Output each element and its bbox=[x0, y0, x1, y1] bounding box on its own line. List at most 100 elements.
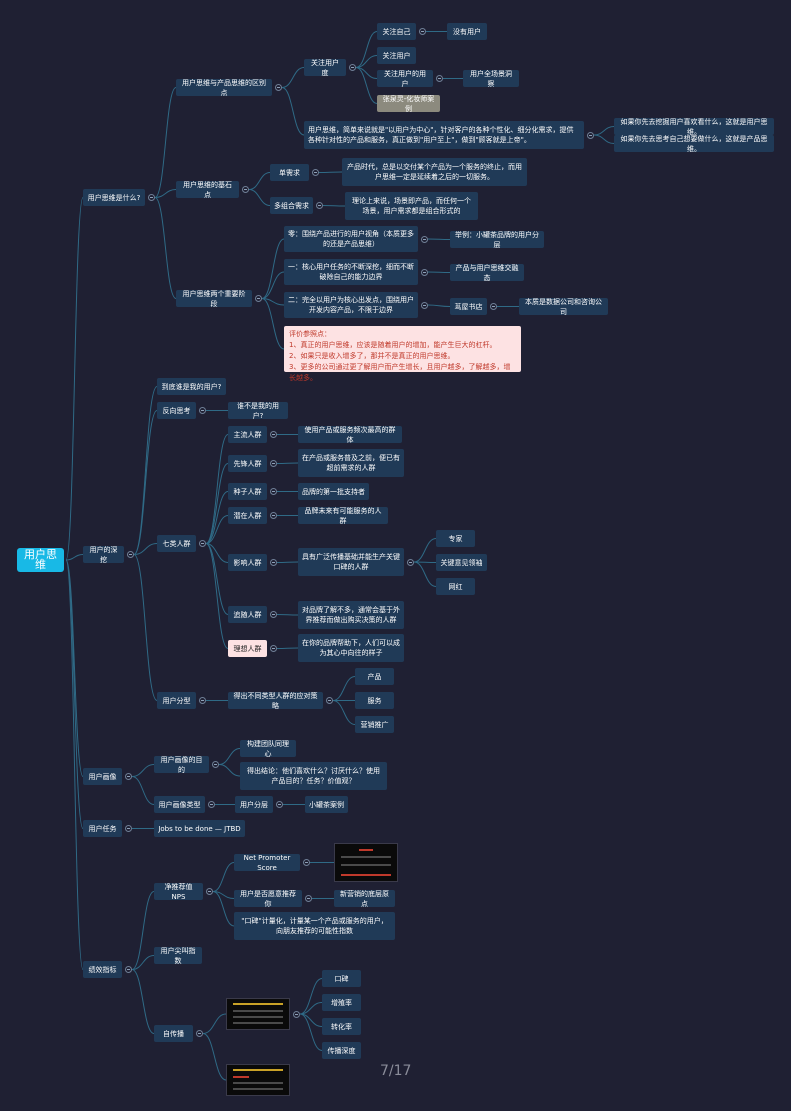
root-node[interactable]: 用户思维 bbox=[17, 548, 64, 572]
node-quantify[interactable]: "口碑"计量化，计量某一个产品或服务的用户，向朋友推荐的可能性指数 bbox=[234, 912, 395, 940]
node-user-think[interactable]: 如果你先去挖掘用户喜欢看什么，这就是用户思维。 bbox=[614, 118, 774, 136]
node-ideal[interactable]: 理想人群 bbox=[228, 640, 267, 657]
collapse-toggle[interactable] bbox=[270, 645, 277, 652]
node-strategy[interactable]: 得出不同类型人群的应对策略 bbox=[228, 692, 323, 710]
node-base[interactable]: 用户思维的基石点 bbox=[176, 181, 239, 199]
node-pioneer-d[interactable]: 在产品或服务普及之前，便已有超前需求的人群 bbox=[298, 449, 404, 477]
node-service[interactable]: 服务 bbox=[355, 692, 394, 709]
collapse-toggle[interactable] bbox=[270, 488, 277, 495]
node-multi-desc[interactable]: 理论上来说，场景即产品，而任何一个场景，用户需求都是组合形式的 bbox=[345, 192, 478, 220]
node-potential-d[interactable]: 品牌未来有可能服务的人群 bbox=[298, 507, 388, 525]
node-persona-type[interactable]: 用户画像类型 bbox=[154, 796, 205, 813]
node-consensus[interactable]: 构建团队同理心 bbox=[240, 740, 296, 758]
node-kol[interactable]: 关键意见领袖 bbox=[436, 554, 487, 571]
collapse-toggle[interactable] bbox=[316, 202, 323, 209]
node-marketing[interactable]: 营销推广 bbox=[355, 716, 394, 733]
node-seed-d[interactable]: 品牌的第一批支持者 bbox=[298, 483, 369, 500]
collapse-toggle[interactable] bbox=[199, 697, 206, 704]
node-stage-2-ex2[interactable]: 本质是数据公司和咨询公司 bbox=[519, 298, 608, 316]
node-persona[interactable]: 用户画像 bbox=[83, 768, 122, 785]
node-single-desc[interactable]: 产品时代，总是以交付某个产品为一个服务的终止，而用户思维一定是延续着之后的一切服… bbox=[342, 158, 527, 186]
node-stage-0[interactable]: 零：围绕产品进行的用户视角（本质更多的还是产品思维） bbox=[284, 226, 418, 252]
collapse-toggle[interactable] bbox=[242, 186, 249, 193]
node-follow[interactable]: 追随人群 bbox=[228, 606, 267, 623]
collapse-toggle[interactable] bbox=[270, 559, 277, 566]
collapse-toggle[interactable] bbox=[196, 1030, 203, 1037]
node-product-think[interactable]: 如果你先去思考自己想要做什么，这就是产品思维。 bbox=[614, 135, 774, 153]
node-who-not[interactable]: 谁不是我的用户? bbox=[228, 402, 288, 420]
node-self[interactable]: 关注自己 bbox=[377, 23, 416, 40]
node-origin[interactable]: 新营销的底层原点 bbox=[334, 890, 395, 908]
collapse-toggle[interactable] bbox=[270, 431, 277, 438]
node-ideal-d[interactable]: 在你的品牌帮助下，人们可以成为其心中向往的样子 bbox=[298, 634, 404, 662]
collapse-toggle[interactable] bbox=[270, 512, 277, 519]
node-stage-2-ex[interactable]: 茑屋书店 bbox=[450, 298, 487, 315]
node-classify[interactable]: 用户分型 bbox=[157, 692, 196, 709]
node-stage-2[interactable]: 二：完全以用户为核心出发点，围绕用户开发内容产品，不限于边界 bbox=[284, 292, 418, 318]
node-follow-d[interactable]: 对品牌了解不多，通常会基于外界推荐而做出购买决策的人群 bbox=[298, 601, 404, 629]
node-multi[interactable]: 多组合需求 bbox=[270, 197, 313, 214]
node-stages[interactable]: 用户思维两个重要阶段 bbox=[176, 290, 252, 308]
collapse-toggle[interactable] bbox=[436, 75, 443, 82]
collapse-toggle[interactable] bbox=[587, 131, 594, 139]
node-product[interactable]: 产品 bbox=[355, 668, 394, 685]
collapse-toggle[interactable] bbox=[490, 303, 497, 310]
node-seven[interactable]: 七类人群 bbox=[157, 535, 196, 552]
node-recommend[interactable]: 用户是否愿意推荐你 bbox=[234, 890, 302, 908]
collapse-toggle[interactable] bbox=[125, 966, 132, 973]
node-influence-d[interactable]: 具有广泛传播基础并能生产关键口碑的人群 bbox=[298, 548, 404, 576]
collapse-toggle[interactable] bbox=[303, 859, 310, 866]
collapse-toggle[interactable] bbox=[270, 460, 277, 467]
collapse-toggle[interactable] bbox=[208, 801, 215, 808]
node-user-user[interactable]: 关注用户的用户 bbox=[377, 70, 433, 88]
node-who[interactable]: 到底谁是我的用户? bbox=[157, 378, 226, 395]
collapse-toggle[interactable] bbox=[275, 84, 282, 91]
node-conversion[interactable]: 转化率 bbox=[322, 1018, 361, 1035]
node-nps-full[interactable]: Net Promoter Score bbox=[234, 854, 300, 872]
collapse-toggle[interactable] bbox=[199, 407, 206, 414]
collapse-toggle[interactable] bbox=[293, 1010, 300, 1018]
node-case[interactable]: 张泉灵-化妆师案例 bbox=[377, 95, 440, 113]
collapse-toggle[interactable] bbox=[312, 169, 319, 176]
collapse-toggle[interactable] bbox=[148, 194, 155, 201]
node-dig[interactable]: 用户的深挖 bbox=[83, 546, 124, 564]
node-diff[interactable]: 用户思维与产品思维的区别点 bbox=[176, 79, 272, 97]
collapse-toggle[interactable] bbox=[206, 888, 213, 895]
collapse-toggle[interactable] bbox=[407, 558, 414, 566]
collapse-toggle[interactable] bbox=[349, 64, 356, 71]
node-single[interactable]: 单需求 bbox=[270, 164, 309, 181]
collapse-toggle[interactable] bbox=[199, 540, 206, 547]
node-seed[interactable]: 种子人群 bbox=[228, 483, 267, 500]
node-task[interactable]: 用户任务 bbox=[83, 820, 122, 837]
node-layer[interactable]: 用户分层 bbox=[235, 796, 273, 813]
node-focus[interactable]: 关注用户度 bbox=[304, 59, 346, 77]
node-pioneer[interactable]: 先锋人群 bbox=[228, 455, 267, 472]
collapse-toggle[interactable] bbox=[212, 761, 219, 768]
node-stage-0-ex[interactable]: 举例：小罐茶品牌的用户分层 bbox=[450, 231, 544, 249]
node-purpose[interactable]: 用户画像的目的 bbox=[154, 756, 209, 774]
node-kpi[interactable]: 绩效指标 bbox=[83, 961, 122, 978]
node-self-spread[interactable]: 自传播 bbox=[154, 1025, 193, 1042]
node-user[interactable]: 关注用户 bbox=[377, 47, 416, 64]
node-celebrity[interactable]: 网红 bbox=[436, 578, 475, 595]
node-expert[interactable]: 专家 bbox=[436, 530, 475, 547]
collapse-toggle[interactable] bbox=[255, 295, 262, 302]
collapse-toggle[interactable] bbox=[276, 801, 283, 808]
collapse-toggle[interactable] bbox=[305, 895, 312, 902]
collapse-toggle[interactable] bbox=[125, 825, 132, 832]
collapse-toggle[interactable] bbox=[270, 611, 277, 618]
collapse-toggle[interactable] bbox=[127, 551, 134, 558]
node-insight[interactable]: 用户全场景洞察 bbox=[463, 70, 519, 88]
collapse-toggle[interactable] bbox=[421, 235, 428, 243]
collapse-toggle[interactable] bbox=[421, 268, 428, 276]
node-nps[interactable]: 净推荐值NPS bbox=[154, 883, 203, 901]
node-potential[interactable]: 潜在人群 bbox=[228, 507, 267, 524]
node-main[interactable]: 主流人群 bbox=[228, 426, 267, 443]
node-conclusion[interactable]: 得出结论：他们喜欢什么？讨厌什么？使用产品目的？任务？价值观？ bbox=[240, 762, 387, 790]
node-stage-1[interactable]: 一：核心用户任务的不断深挖，细而不断破除自己的能力边界 bbox=[284, 259, 418, 285]
collapse-toggle[interactable] bbox=[125, 773, 132, 780]
node-influence[interactable]: 影响人群 bbox=[228, 554, 267, 571]
node-scream[interactable]: 用户尖叫指数 bbox=[154, 947, 202, 965]
node-main-d[interactable]: 使用产品或服务频次最高的群体 bbox=[298, 426, 402, 444]
node-what-is[interactable]: 用户思维是什么? bbox=[83, 189, 145, 206]
